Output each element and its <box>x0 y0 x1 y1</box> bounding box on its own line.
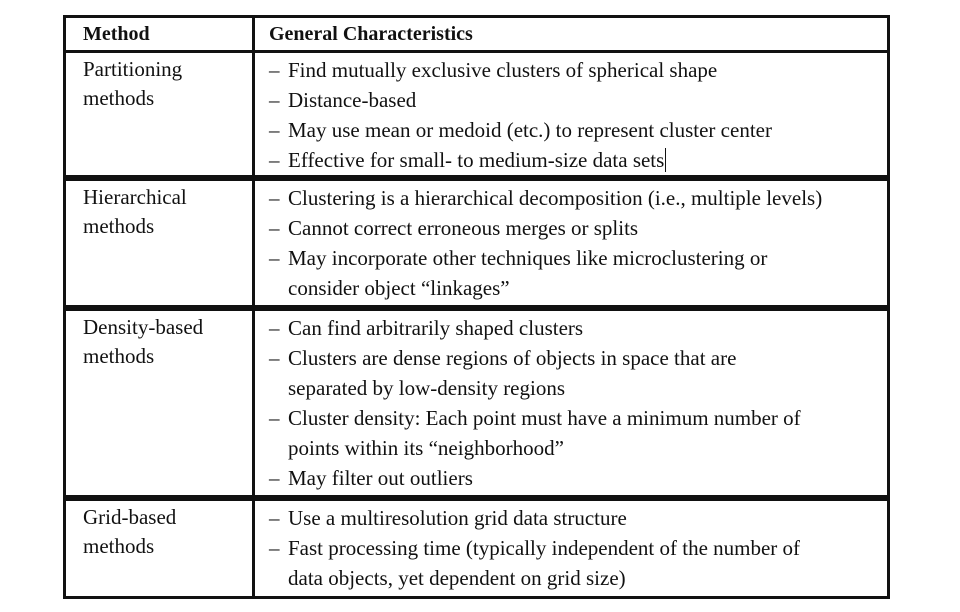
dash: – <box>269 58 280 82</box>
characteristic-item: –Clustering is a hierarchical decomposit… <box>269 183 887 213</box>
dash: – <box>269 536 280 560</box>
dash: – <box>269 316 280 340</box>
dash: – <box>269 118 280 142</box>
table-section-hierarchical: Hierarchical methods –Clustering is a hi… <box>63 178 890 308</box>
characteristic-item: –Cannot correct erroneous merges or spli… <box>269 213 887 243</box>
characteristics-cell: –Find mutually exclusive clusters of sph… <box>255 53 887 175</box>
characteristic-item: –Find mutually exclusive clusters of sph… <box>269 55 887 85</box>
method-suffix: methods <box>83 86 155 110</box>
dash: – <box>269 466 280 490</box>
method-suffix: methods <box>83 534 155 558</box>
method-name: Hierarchical <box>83 185 187 209</box>
table-section-partitioning: Method General Characteristics Partition… <box>63 15 890 178</box>
characteristic-item: –Use a multiresolution grid data structu… <box>269 503 887 533</box>
table-section-grid-based: Grid-based methods –Use a multiresolutio… <box>63 498 890 599</box>
characteristic-item: –Cluster density: Each point must have a… <box>269 403 887 463</box>
method-suffix: methods <box>83 214 155 238</box>
characteristic-item: –Distance-based <box>269 85 887 115</box>
characteristic-item: –Fast processing time (typically indepen… <box>269 533 887 593</box>
characteristic-item[interactable]: –Effective for small- to medium-size dat… <box>269 145 887 175</box>
text-cursor <box>665 148 667 172</box>
method-cell: Density-based methods <box>66 311 255 495</box>
header-general-characteristics: General Characteristics <box>269 23 473 45</box>
characteristic-item: –May filter out outliers <box>269 463 887 493</box>
header-method: Method <box>66 18 255 50</box>
characteristics-cell: –Use a multiresolution grid data structu… <box>255 501 887 596</box>
table-header-row: Method General Characteristics <box>66 18 887 53</box>
method-suffix: methods <box>83 344 155 368</box>
dash: – <box>269 88 280 112</box>
dash: – <box>269 148 280 172</box>
dash: – <box>269 506 280 530</box>
method-name: Partitioning <box>83 57 183 81</box>
dash: – <box>269 216 280 240</box>
dash: – <box>269 406 280 430</box>
dash: – <box>269 186 280 210</box>
characteristic-item: –Can find arbitrarily shaped clusters <box>269 313 887 343</box>
method-cell: Partitioning methods <box>66 53 255 175</box>
method-cell: Grid-based methods <box>66 501 255 596</box>
dash: – <box>269 246 280 270</box>
table-section-density-based: Density-based methods –Can find arbitrar… <box>63 308 890 498</box>
characteristic-item: –May incorporate other techniques like m… <box>269 243 887 303</box>
method-cell: Hierarchical methods <box>66 181 255 305</box>
characteristic-item: –May use mean or medoid (etc.) to repres… <box>269 115 887 145</box>
characteristic-item: –Clusters are dense regions of objects i… <box>269 343 887 403</box>
characteristics-cell: –Can find arbitrarily shaped clusters –C… <box>255 311 887 495</box>
method-name: Density-based <box>83 315 204 339</box>
method-name: Grid-based <box>83 505 177 529</box>
dash: – <box>269 346 280 370</box>
table-row: Partitioning methods –Find mutually excl… <box>66 53 887 175</box>
characteristics-cell: –Clustering is a hierarchical decomposit… <box>255 181 887 305</box>
